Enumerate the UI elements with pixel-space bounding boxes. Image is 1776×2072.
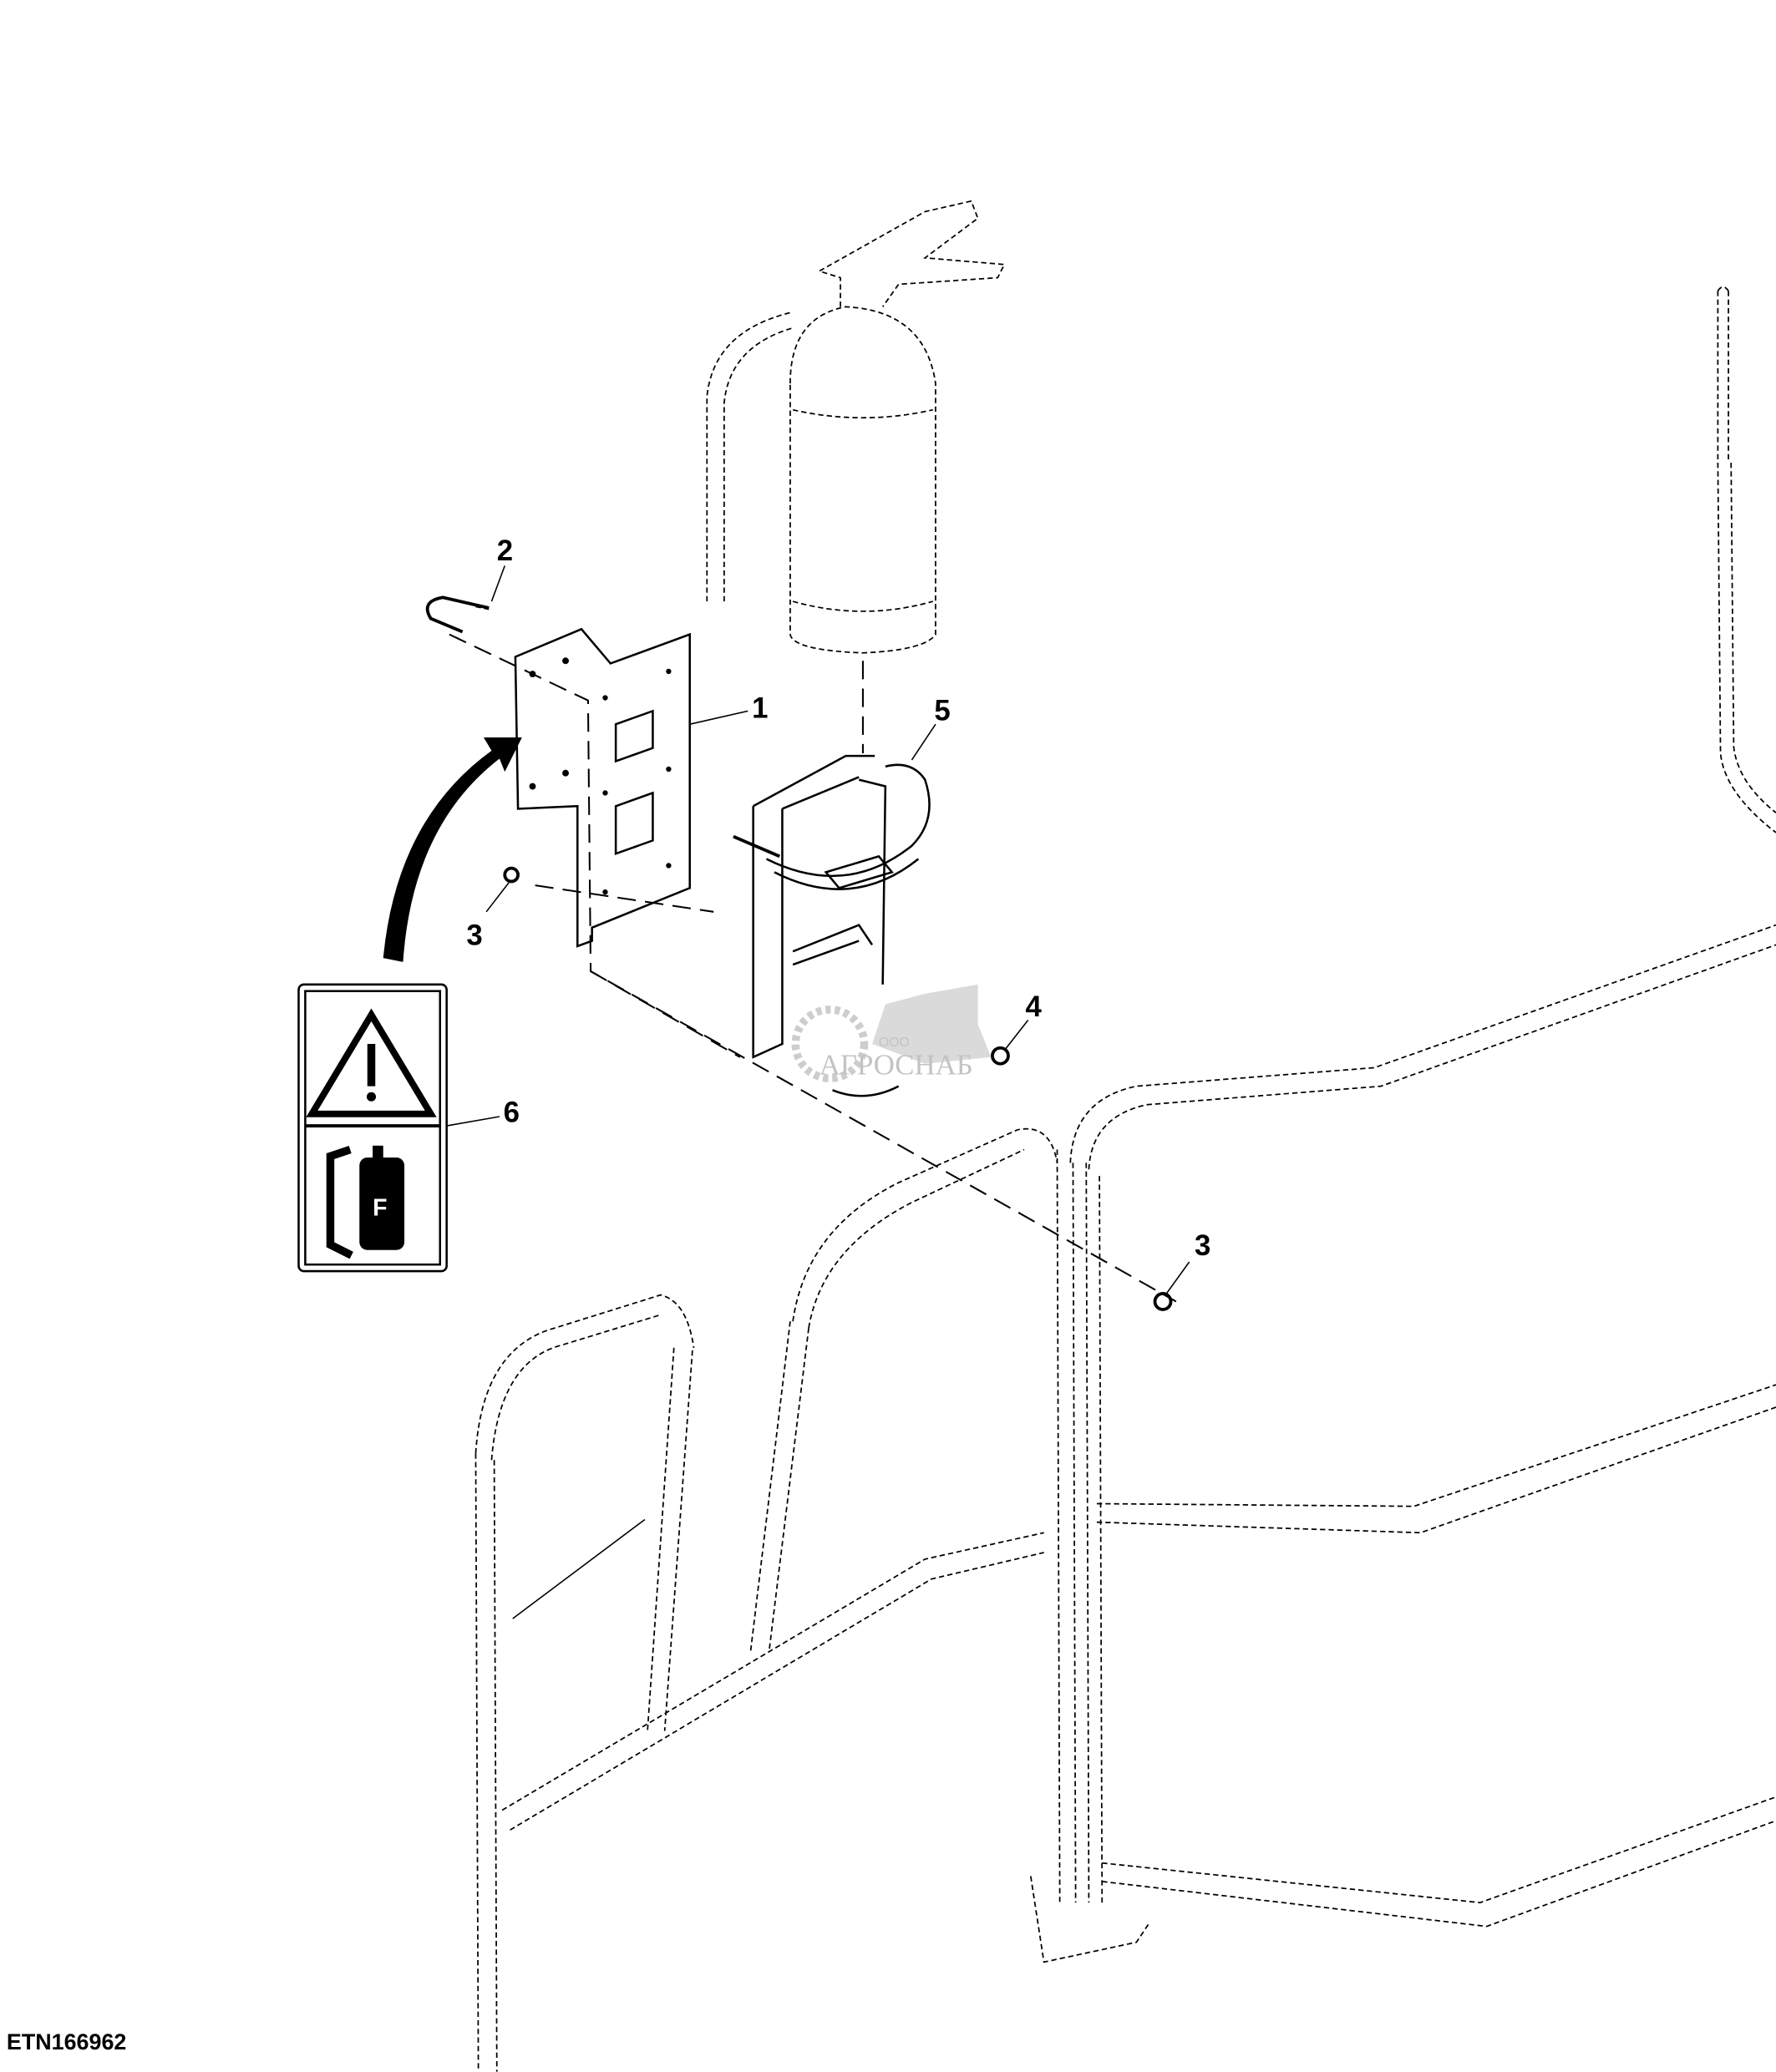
fire-extinguisher [706,200,1006,654]
install-arrow-icon [383,737,522,962]
mounting-plate-part-1 [514,627,691,948]
watermark-prefix: ООО [879,1036,910,1050]
u-bolt-part-2 [425,595,490,634]
cab-frame [474,286,1776,2072]
safety-decal-part-6: F [297,983,448,1273]
extinguisher-symbol-icon [326,1146,353,1259]
watermark-name: АГРОСНАБ [819,1048,973,1081]
nut-part-3-a [503,866,520,884]
callout-3-b: 3 [1195,1229,1210,1262]
leader-lines [446,565,1190,1296]
figure-id: ETN166962 [7,2029,126,2054]
callout-2: 2 [497,534,513,567]
callout-5: 5 [934,694,950,727]
callout-3-a: 3 [466,919,482,951]
bracket-part-5 [733,754,931,1097]
assembly-lines [449,633,1177,1303]
callout-4: 4 [1026,990,1043,1023]
nut-part-4 [991,1046,1010,1066]
callout-1: 1 [752,692,768,724]
watermark-logo: ООО АГРОСНАБ [791,984,992,1082]
decal-letter: F [373,1195,387,1222]
callout-6: 6 [504,1096,520,1128]
nut-part-3-b [1153,1292,1173,1311]
warning-triangle-icon [306,1008,437,1117]
